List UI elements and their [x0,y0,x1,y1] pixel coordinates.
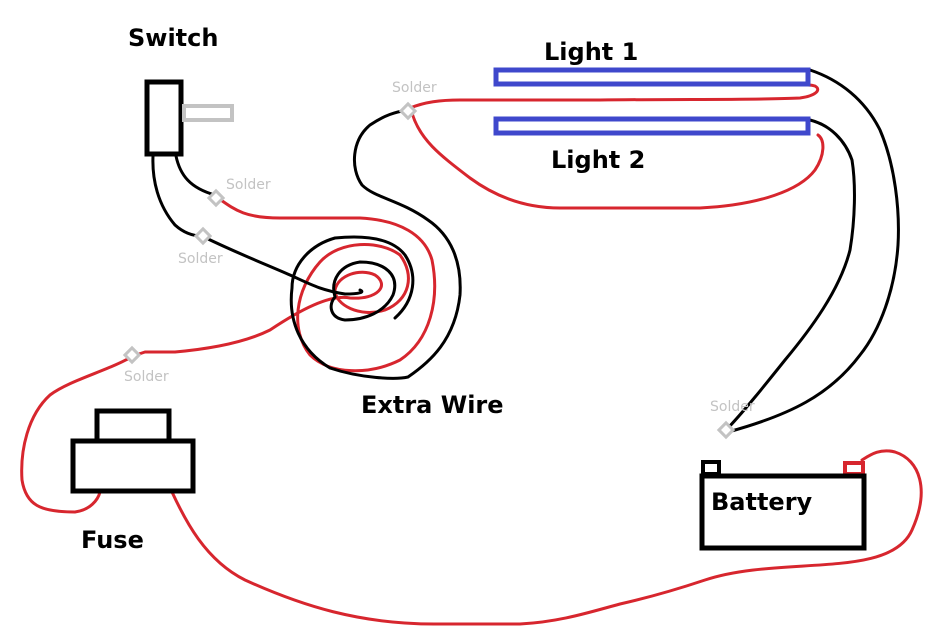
fuse: Fuse [70,408,196,554]
red-wire-to-light1 [408,83,820,110]
light-2: Light 2 [493,116,811,174]
solder-diamond-icon [398,101,418,121]
black-wire-switch-to-spiral [151,154,364,296]
switch-label: Switch [128,24,218,52]
fuse-body [70,438,196,494]
red-wire-fuse-to-battery [170,449,923,626]
solder-joint-fuse: Solder [122,345,169,385]
light-1-tube [493,67,811,87]
solder-joint-lights: Solder [392,80,437,121]
extra-wire-label: Extra Wire [361,391,504,419]
solder-label: Solder [392,80,437,96]
battery-label: Battery [711,488,813,516]
red-wire-switch-to-spiral [131,196,437,373]
solder-label: Solder [710,399,755,415]
black-wire-spiral [289,108,462,380]
light-1-label: Light 1 [544,38,638,66]
solder-diamond-icon [193,226,213,246]
black-wire-light2-to-battery [726,118,856,430]
red-wire-solder-to-fuse [20,354,135,514]
fuse-label: Fuse [81,526,144,554]
switch: Switch [128,24,234,157]
solder-diamond-icon [716,420,736,440]
light-2-label: Light 2 [551,146,645,174]
battery-body [699,473,867,551]
battery-positive-terminal [701,460,721,476]
fuse-cap [94,408,172,444]
solder-label: Solder [178,251,223,267]
solder-label: Solder [226,177,271,193]
solder-diamond-icon [206,188,226,208]
switch-body [144,79,184,157]
solder-joint-switch-black: Solder [178,226,223,267]
black-wire-light1-to-battery [726,68,900,434]
solder-joint-switch-red: Solder [206,177,271,208]
black-wire-switch-to-solder [174,154,217,197]
light-1: Light 1 [493,38,811,87]
battery-negative-terminal [843,461,865,476]
solder-diamond-icon [122,345,142,365]
battery: Battery [699,460,867,551]
solder-label: Solder [124,369,169,385]
solder-joint-battery: Solder [710,399,755,440]
light-2-tube [493,116,811,136]
switch-lever [182,104,234,122]
red-wire-to-light2 [410,111,825,210]
